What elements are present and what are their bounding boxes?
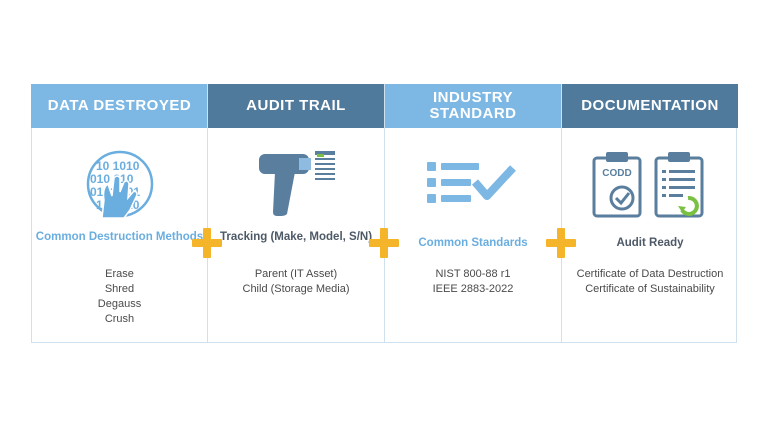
list-item: Degauss <box>97 298 142 310</box>
list-item: Parent (IT Asset) <box>254 268 338 280</box>
column-subtitle: Tracking (Make, Model, S/N) <box>219 231 373 243</box>
column-header: AUDIT TRAIL <box>208 84 384 128</box>
list-item: Certificate of Data Destruction <box>576 268 724 280</box>
column-audit-trail: AUDIT TRAIL Tracking (Make, Model, S/N) … <box>207 84 384 343</box>
column-industry-standard: INDUSTRY STANDARD Common Standards NIST … <box>384 84 561 343</box>
column-subtitle: Audit Ready <box>616 237 684 249</box>
list-item: Child (Storage Media) <box>242 283 350 295</box>
list-item: Shred <box>104 283 135 295</box>
column-subtitle: Common Standards <box>418 237 528 249</box>
clipboard-certificates-icon: CODD <box>562 148 738 220</box>
barcode-scanner-icon <box>208 148 384 220</box>
list-item: Certificate of Sustainability <box>585 283 715 295</box>
codd-label: CODD <box>602 168 631 179</box>
list-item: Erase <box>105 268 134 280</box>
column-header: DOCUMENTATION <box>562 84 738 128</box>
checklist-icon <box>385 148 561 220</box>
list-item: IEEE 2883-2022 <box>432 283 514 295</box>
column-subtitle: Common Destruction Methods <box>35 231 204 243</box>
list-item: NIST 800-88 r1 <box>435 268 511 280</box>
plus-icon <box>369 228 399 258</box>
column-documentation: DOCUMENTATION CODD Audit Ready Certifica… <box>561 84 738 343</box>
column-items: Parent (IT Asset) Child (Storage Media) <box>208 267 384 297</box>
column-header: DATA DESTROYED <box>31 84 208 128</box>
column-items: Erase Shred Degauss Crush <box>31 267 208 327</box>
plus-icon <box>192 228 222 258</box>
svg-text:10 1010: 10 1010 <box>96 159 140 173</box>
svg-text:010 010: 010 010 <box>90 172 134 186</box>
column-items: NIST 800-88 r1 IEEE 2883-2022 <box>385 267 561 297</box>
list-item: Crush <box>104 313 135 325</box>
column-header: INDUSTRY STANDARD <box>385 84 561 128</box>
column-items: Certificate of Data Destruction Certific… <box>562 267 738 297</box>
plus-icon <box>546 228 576 258</box>
